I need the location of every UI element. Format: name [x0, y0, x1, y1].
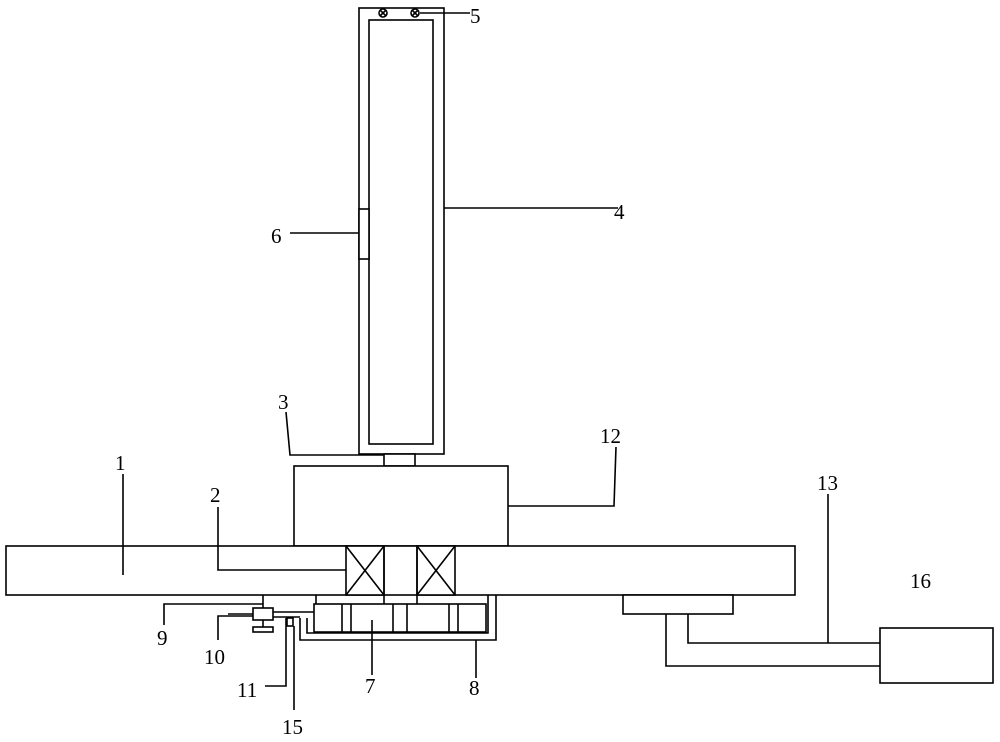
label-1: 1 — [115, 451, 126, 475]
neck-connector — [383, 453, 416, 467]
label-5: 5 — [470, 4, 481, 28]
top-rollers — [378, 8, 420, 18]
label-13: 13 — [817, 471, 838, 495]
external-unit — [622, 594, 994, 684]
label-7: 7 — [365, 674, 376, 698]
u-frame — [299, 595, 497, 641]
bearings — [345, 545, 456, 596]
label-4: 4 — [614, 200, 625, 224]
part-labels: 5 4 6 3 12 1 2 13 16 9 10 11 15 7 8 — [115, 4, 931, 739]
side-slot — [358, 208, 370, 260]
base-plate — [5, 545, 796, 596]
gear-assembly — [313, 595, 487, 633]
label-11: 11 — [237, 678, 257, 702]
label-8: 8 — [469, 676, 480, 700]
leader-lines — [122, 12, 829, 710]
label-2: 2 — [210, 483, 221, 507]
label-15: 15 — [282, 715, 303, 739]
housing-block — [293, 465, 509, 547]
vertical-column — [358, 7, 445, 455]
label-3: 3 — [278, 390, 289, 414]
label-12: 12 — [600, 424, 621, 448]
label-6: 6 — [271, 224, 282, 248]
label-9: 9 — [157, 626, 168, 650]
valve-fitting — [228, 595, 314, 633]
label-16: 16 — [910, 569, 931, 593]
label-10: 10 — [204, 645, 225, 669]
